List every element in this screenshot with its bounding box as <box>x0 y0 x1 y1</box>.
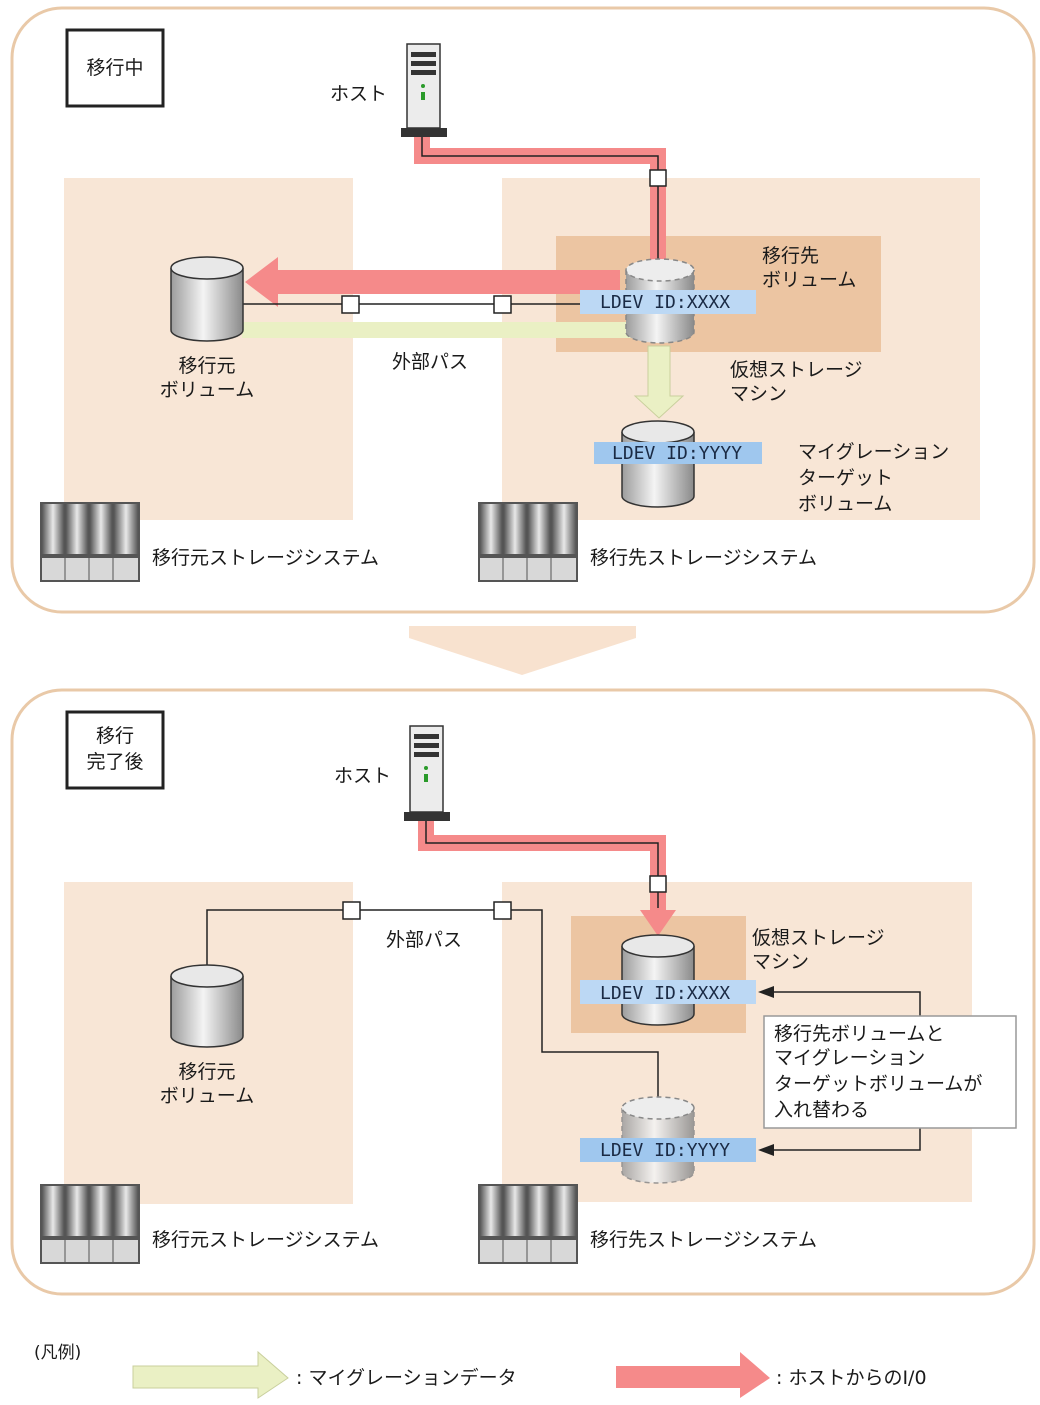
source-volume-label-1: 移行元 <box>178 1061 235 1083</box>
ldev-label-y: LDEV ID:YYYY <box>600 1140 730 1161</box>
swap-note-line-4: 入れ替わる <box>774 1099 869 1121</box>
target-system-label: 移行先ストレージシステム <box>590 1229 817 1251</box>
state-label: 移行中 <box>86 57 143 79</box>
external-path-line <box>206 909 659 1100</box>
port-icon <box>493 295 512 314</box>
virtual-machine-label-1: 仮想ストレージ <box>752 927 885 949</box>
migration-target-label-2: ターゲット <box>798 467 893 489</box>
source-system-label: 移行元ストレージシステム <box>152 1229 379 1251</box>
virtual-machine-label-2: マシン <box>752 951 809 973</box>
migration-target-label-3: ボリューム <box>798 493 892 515</box>
source-volume-cylinder <box>170 964 244 1048</box>
ldev-label-bg <box>580 1138 756 1162</box>
host-server-icon <box>404 725 450 821</box>
port-icon <box>649 875 667 893</box>
host-io-legend-arrow <box>616 1352 770 1398</box>
port-icon <box>649 169 667 187</box>
legend: (凡例) : マイグレーションデータ : ホストからのI/0 <box>34 1343 927 1399</box>
source-system-label: 移行元ストレージシステム <box>152 547 379 569</box>
migration-data-legend-arrow <box>132 1350 289 1399</box>
host-label: ホスト <box>330 83 387 105</box>
state-label-2: 完了後 <box>86 751 143 773</box>
host-server-icon <box>401 43 447 137</box>
arrowhead-icon <box>758 1144 774 1156</box>
swap-connector <box>762 1128 921 1151</box>
external-path-label: 外部パス <box>392 351 468 373</box>
state-label-1: 移行 <box>96 725 134 747</box>
source-volume-label-2: ボリューム <box>160 1085 254 1107</box>
ldev-label-x: LDEV ID:XXXX <box>600 983 730 1004</box>
panel-migrating: 移行中 ホスト 移行元 <box>10 6 1036 614</box>
transition-arrow <box>409 626 636 675</box>
ldev-label-y: LDEV ID:YYYY <box>612 443 742 464</box>
swap-note-line-2: マイグレーション <box>774 1047 925 1069</box>
migration-target-label-1: マイグレーション <box>798 441 949 463</box>
legend-title: (凡例) <box>34 1343 81 1363</box>
port-icon <box>341 295 360 314</box>
storage-rack-icon <box>478 502 578 582</box>
virtual-machine-label-1: 仮想ストレージ <box>730 359 863 381</box>
swap-note-box <box>763 1015 1017 1129</box>
host-io-arrowhead <box>640 910 676 936</box>
storage-rack-icon <box>40 1184 140 1264</box>
target-volume-label-1: 移行先 <box>762 245 819 267</box>
migration-data-arrow <box>633 345 685 419</box>
ldev-label-bg <box>594 442 762 464</box>
legend-migration-data: : マイグレーションデータ <box>296 1367 517 1389</box>
source-volume-label-2: ボリューム <box>160 379 254 401</box>
swap-connector <box>762 991 921 1016</box>
host-io-arrow <box>245 257 620 307</box>
storage-rack-icon <box>40 502 140 582</box>
port-icon <box>493 901 512 920</box>
state-box <box>65 710 165 790</box>
target-system-label: 移行先ストレージシステム <box>590 547 817 569</box>
virtual-machine-label-2: マシン <box>730 383 787 405</box>
state-box <box>65 28 165 108</box>
host-io-line <box>421 137 659 262</box>
legend-host-io: : ホストからのI/0 <box>776 1367 927 1389</box>
external-path-label: 外部パス <box>386 929 462 951</box>
panel-after-migration: 移行 完了後 ホスト 外部パス 移行元 ボリ <box>10 688 1036 1296</box>
source-volume-cylinder <box>170 256 244 342</box>
port-icon <box>342 901 361 920</box>
ldev-label-bg <box>580 290 756 314</box>
source-volume-label-1: 移行元 <box>178 355 235 377</box>
host-label: ホスト <box>334 765 391 787</box>
migration-data-band <box>242 322 642 338</box>
arrowhead-icon <box>758 986 774 998</box>
source-storage-area <box>64 178 353 520</box>
swap-note-line-3: ターゲットボリュームが <box>774 1073 982 1095</box>
ldev-label-x: LDEV ID:XXXX <box>600 292 730 313</box>
ldev-label-bg <box>580 980 756 1004</box>
storage-rack-icon <box>478 1184 578 1264</box>
swap-note-line-1: 移行先ボリュームと <box>774 1023 944 1045</box>
target-volume-label-2: ボリューム <box>762 269 856 291</box>
